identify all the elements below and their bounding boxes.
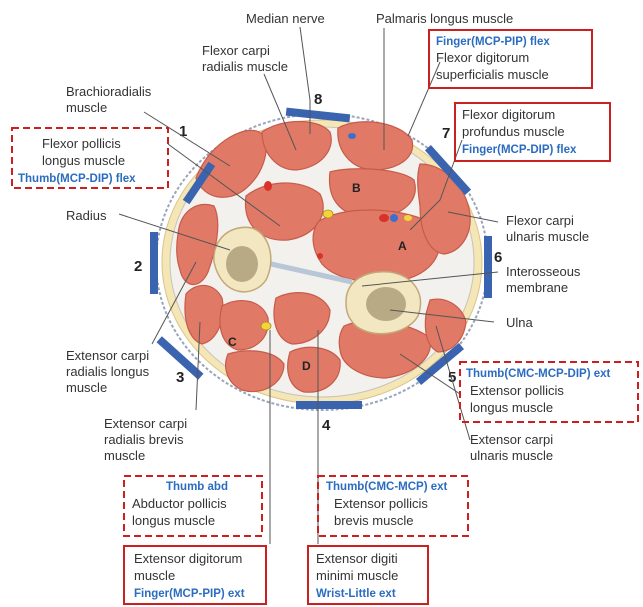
palmaris-longus-label: Palmaris longus muscle <box>376 11 513 26</box>
flexor-carpi-radialis-label-line1: Flexor carpi <box>202 43 270 58</box>
electrode-number: 6 <box>494 249 502 266</box>
brachioradialis-label-line2: muscle <box>66 100 107 115</box>
ed-function-text: Finger(MCP-PIP) ext <box>134 588 245 600</box>
extensor-carpi-radialis-longus-label-line3: muscle <box>66 380 107 395</box>
ulna-label: Ulna <box>506 315 534 330</box>
fdp-label-line2: profundus muscle <box>462 124 565 139</box>
epl-label-line1: Extensor pollicis <box>470 383 564 398</box>
electrode-number: 1 <box>179 123 187 140</box>
fdp-function-text: Finger(MCP-DIP) flex <box>462 144 577 156</box>
flexor-digitorum-superficialis-box: Finger(MCP-PIP) flex Flexor digitorum su… <box>429 30 592 88</box>
brachioradialis-label-line1: Brachioradialis <box>66 84 152 99</box>
radius-label: Radius <box>66 208 107 223</box>
epb-label-line2: brevis muscle <box>334 513 413 528</box>
extensor-carpi-radialis-brevis-label-line2: radialis brevis <box>104 432 184 447</box>
extensor-carpi-radialis-longus-label-line2: radialis longus <box>66 364 150 379</box>
electrode-bar <box>296 401 362 409</box>
extensor-digitorum-box: Extensor digitorum muscle Finger(MCP-PIP… <box>124 546 266 604</box>
extensor-pollicis-longus-box: Thumb(CMC-MCP-DIP) ext Extensor pollicis… <box>460 362 638 422</box>
flexor-carpi-ulnaris-label-line1: Flexor carpi <box>506 213 574 228</box>
extensor-carpi-radialis-brevis-label-line3: muscle <box>104 448 145 463</box>
epl-function-text: Thumb(CMC-MCP-DIP) ext <box>466 368 611 380</box>
extensor-carpi-ulnaris-label-line2: ulnaris muscle <box>470 448 553 463</box>
interosseous-membrane-label-line1: Interosseous <box>506 264 581 279</box>
ed-label-line2: muscle <box>134 568 175 583</box>
zone-letter: D <box>302 359 311 373</box>
flexor-carpi-ulnaris-label-line2: ulnaris muscle <box>506 229 589 244</box>
electrode-number: 4 <box>322 417 331 434</box>
extensor-carpi-ulnaris-label-line1: Extensor carpi <box>470 432 553 447</box>
edm-label-line1: Extensor digiti <box>316 551 398 566</box>
zone-letter: B <box>352 181 361 195</box>
edm-label-line2: minimi muscle <box>316 568 398 583</box>
zone-letter: C <box>228 335 237 349</box>
extensor-digiti-minimi-box: Extensor digiti minimi muscle Wrist-Litt… <box>308 546 428 604</box>
fpl-function-text: Thumb(MCP-DIP) flex <box>18 173 136 185</box>
electrode-bar <box>150 232 158 294</box>
edm-function-text: Wrist-Little ext <box>316 588 396 600</box>
zone-letter: A <box>398 239 407 253</box>
apl-label-line1: Abductor pollicis <box>132 496 227 511</box>
median-nerve-label: Median nerve <box>246 11 325 26</box>
epb-function-text: Thumb(CMC-MCP) ext <box>326 481 448 493</box>
abductor-pollicis-longus-box: Thumb abd Abductor pollicis longus muscl… <box>124 476 262 536</box>
apl-label-line2: longus muscle <box>132 513 215 528</box>
apl-function-text: Thumb abd <box>166 481 228 493</box>
flexor-pollicis-longus-box: Flexor pollicis longus muscle Thumb(MCP-… <box>12 128 168 188</box>
extensor-pollicis-brevis-box: Thumb(CMC-MCP) ext Extensor pollicis bre… <box>318 476 468 536</box>
extensor-carpi-radialis-brevis-label-line1: Extensor carpi <box>104 416 187 431</box>
fds-label-line1: Flexor digitorum <box>436 50 529 65</box>
flexor-digitorum-profundus-box: Flexor digitorum profundus muscle Finger… <box>455 103 610 161</box>
fdp-label-line1: Flexor digitorum <box>462 107 555 122</box>
ed-label-line1: Extensor digitorum <box>134 551 242 566</box>
interosseous-membrane-label-line2: membrane <box>506 280 568 295</box>
flexor-carpi-radialis-label-line2: radialis muscle <box>202 59 288 74</box>
electrode-number: 2 <box>134 258 142 275</box>
electrode-number: 7 <box>442 125 450 142</box>
epl-label-line2: longus muscle <box>470 400 553 415</box>
fds-function-text: Finger(MCP-PIP) flex <box>436 36 550 48</box>
fpl-label-line2: longus muscle <box>42 153 125 168</box>
electrode-number: 8 <box>314 91 322 108</box>
electrode-number: 3 <box>176 369 184 386</box>
electrode-bar <box>484 236 492 298</box>
epb-label-line1: Extensor pollicis <box>334 496 428 511</box>
fpl-label-line1: Flexor pollicis <box>42 136 121 151</box>
fds-label-line2: superficialis muscle <box>436 67 549 82</box>
extensor-carpi-radialis-longus-label-line1: Extensor carpi <box>66 348 149 363</box>
